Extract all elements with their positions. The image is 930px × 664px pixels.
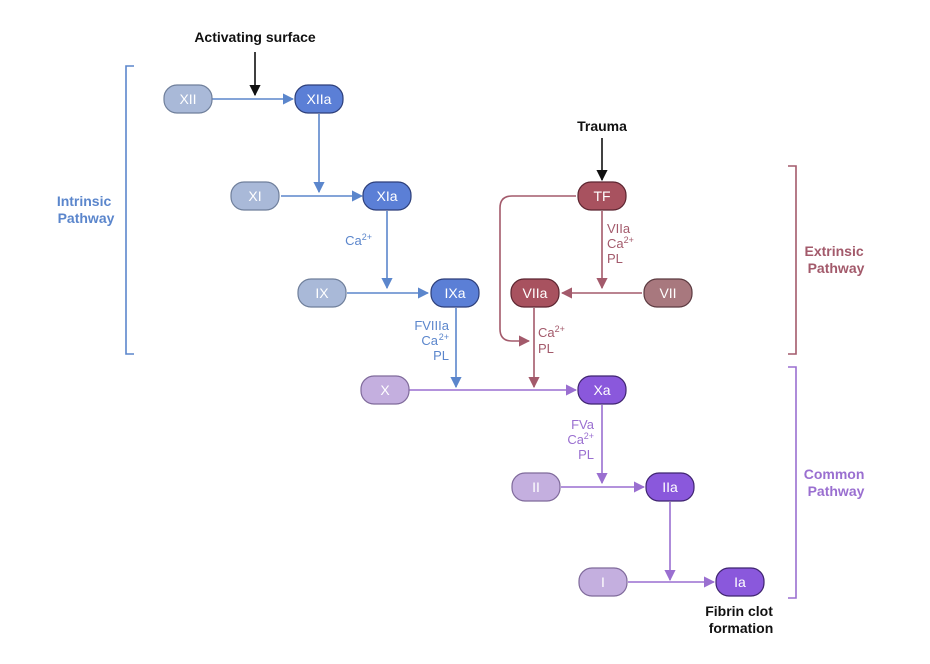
cofactor-tf: VIIa Ca2+ PL [607,221,634,266]
svg-text:Ca2+: Ca2+ [345,232,372,248]
node-ixa: IXa [430,278,480,308]
svg-text:XIIa: XIIa [307,91,332,107]
fibrin-clot-label: Fibrin clot formation [705,603,777,636]
cofactor-ca-xia: Ca2+ [345,232,372,248]
extrinsic-pathway-label: Extrinsic Pathway [804,243,867,276]
svg-text:2+: 2+ [439,332,449,342]
svg-text:FVIIIa: FVIIIa [414,318,449,333]
node-xiia: XIIa [294,84,344,114]
svg-text:VIIa: VIIa [607,221,631,236]
intrinsic-pathway-label: Intrinsic Pathway [57,193,115,226]
svg-text:VII: VII [659,285,676,301]
svg-text:XIa: XIa [376,188,397,204]
extrinsic-bracket [788,165,797,355]
trauma-label: Trauma [577,118,627,134]
node-x: X [360,375,410,405]
node-ia: Ia [715,567,765,597]
svg-text:IIa: IIa [662,479,678,495]
cofactor-xa: FVa Ca 2+ PL [567,417,594,462]
svg-text:PL: PL [578,447,594,462]
intrinsic-bracket [125,65,134,355]
node-ii: II [511,472,561,502]
svg-text:Ca: Ca [567,432,584,447]
svg-text:X: X [380,382,390,398]
node-tf: TF [577,181,627,211]
node-xa: Xa [577,375,627,405]
svg-text:II: II [532,479,540,495]
node-xia: XIa [362,181,412,211]
common-pathway-label: Common Pathway [804,466,869,499]
svg-text:Ca2+: Ca2+ [607,235,634,251]
svg-text:VIIa: VIIa [523,285,548,301]
node-xii: XII [163,84,213,114]
common-bracket [788,366,797,599]
svg-text:Ca: Ca [421,333,438,348]
node-viia: VIIa [510,278,560,308]
svg-text:I: I [601,574,605,590]
node-vii: VII [643,278,693,308]
cofactor-ixa: FVIIIa Ca 2+ PL [414,318,449,363]
svg-text:PL: PL [538,341,554,356]
svg-text:IX: IX [315,285,329,301]
node-ix: IX [297,278,347,308]
svg-text:XII: XII [179,91,196,107]
svg-text:XI: XI [248,188,261,204]
svg-text:PL: PL [607,251,623,266]
arrow-tf-curve [499,195,576,347]
node-i: I [578,567,628,597]
svg-text:Ia: Ia [734,574,746,590]
svg-text:IXa: IXa [444,285,465,301]
svg-text:Xa: Xa [593,382,610,398]
activating-surface-label: Activating surface [194,29,316,45]
svg-text:2+: 2+ [584,431,594,441]
node-xi: XI [230,181,280,211]
cofactor-viia: Ca2+ PL [538,324,565,356]
svg-text:TF: TF [593,188,610,204]
svg-text:Ca2+: Ca2+ [538,324,565,340]
svg-text:PL: PL [433,348,449,363]
svg-text:FVa: FVa [571,417,595,432]
node-iia: IIa [645,472,695,502]
